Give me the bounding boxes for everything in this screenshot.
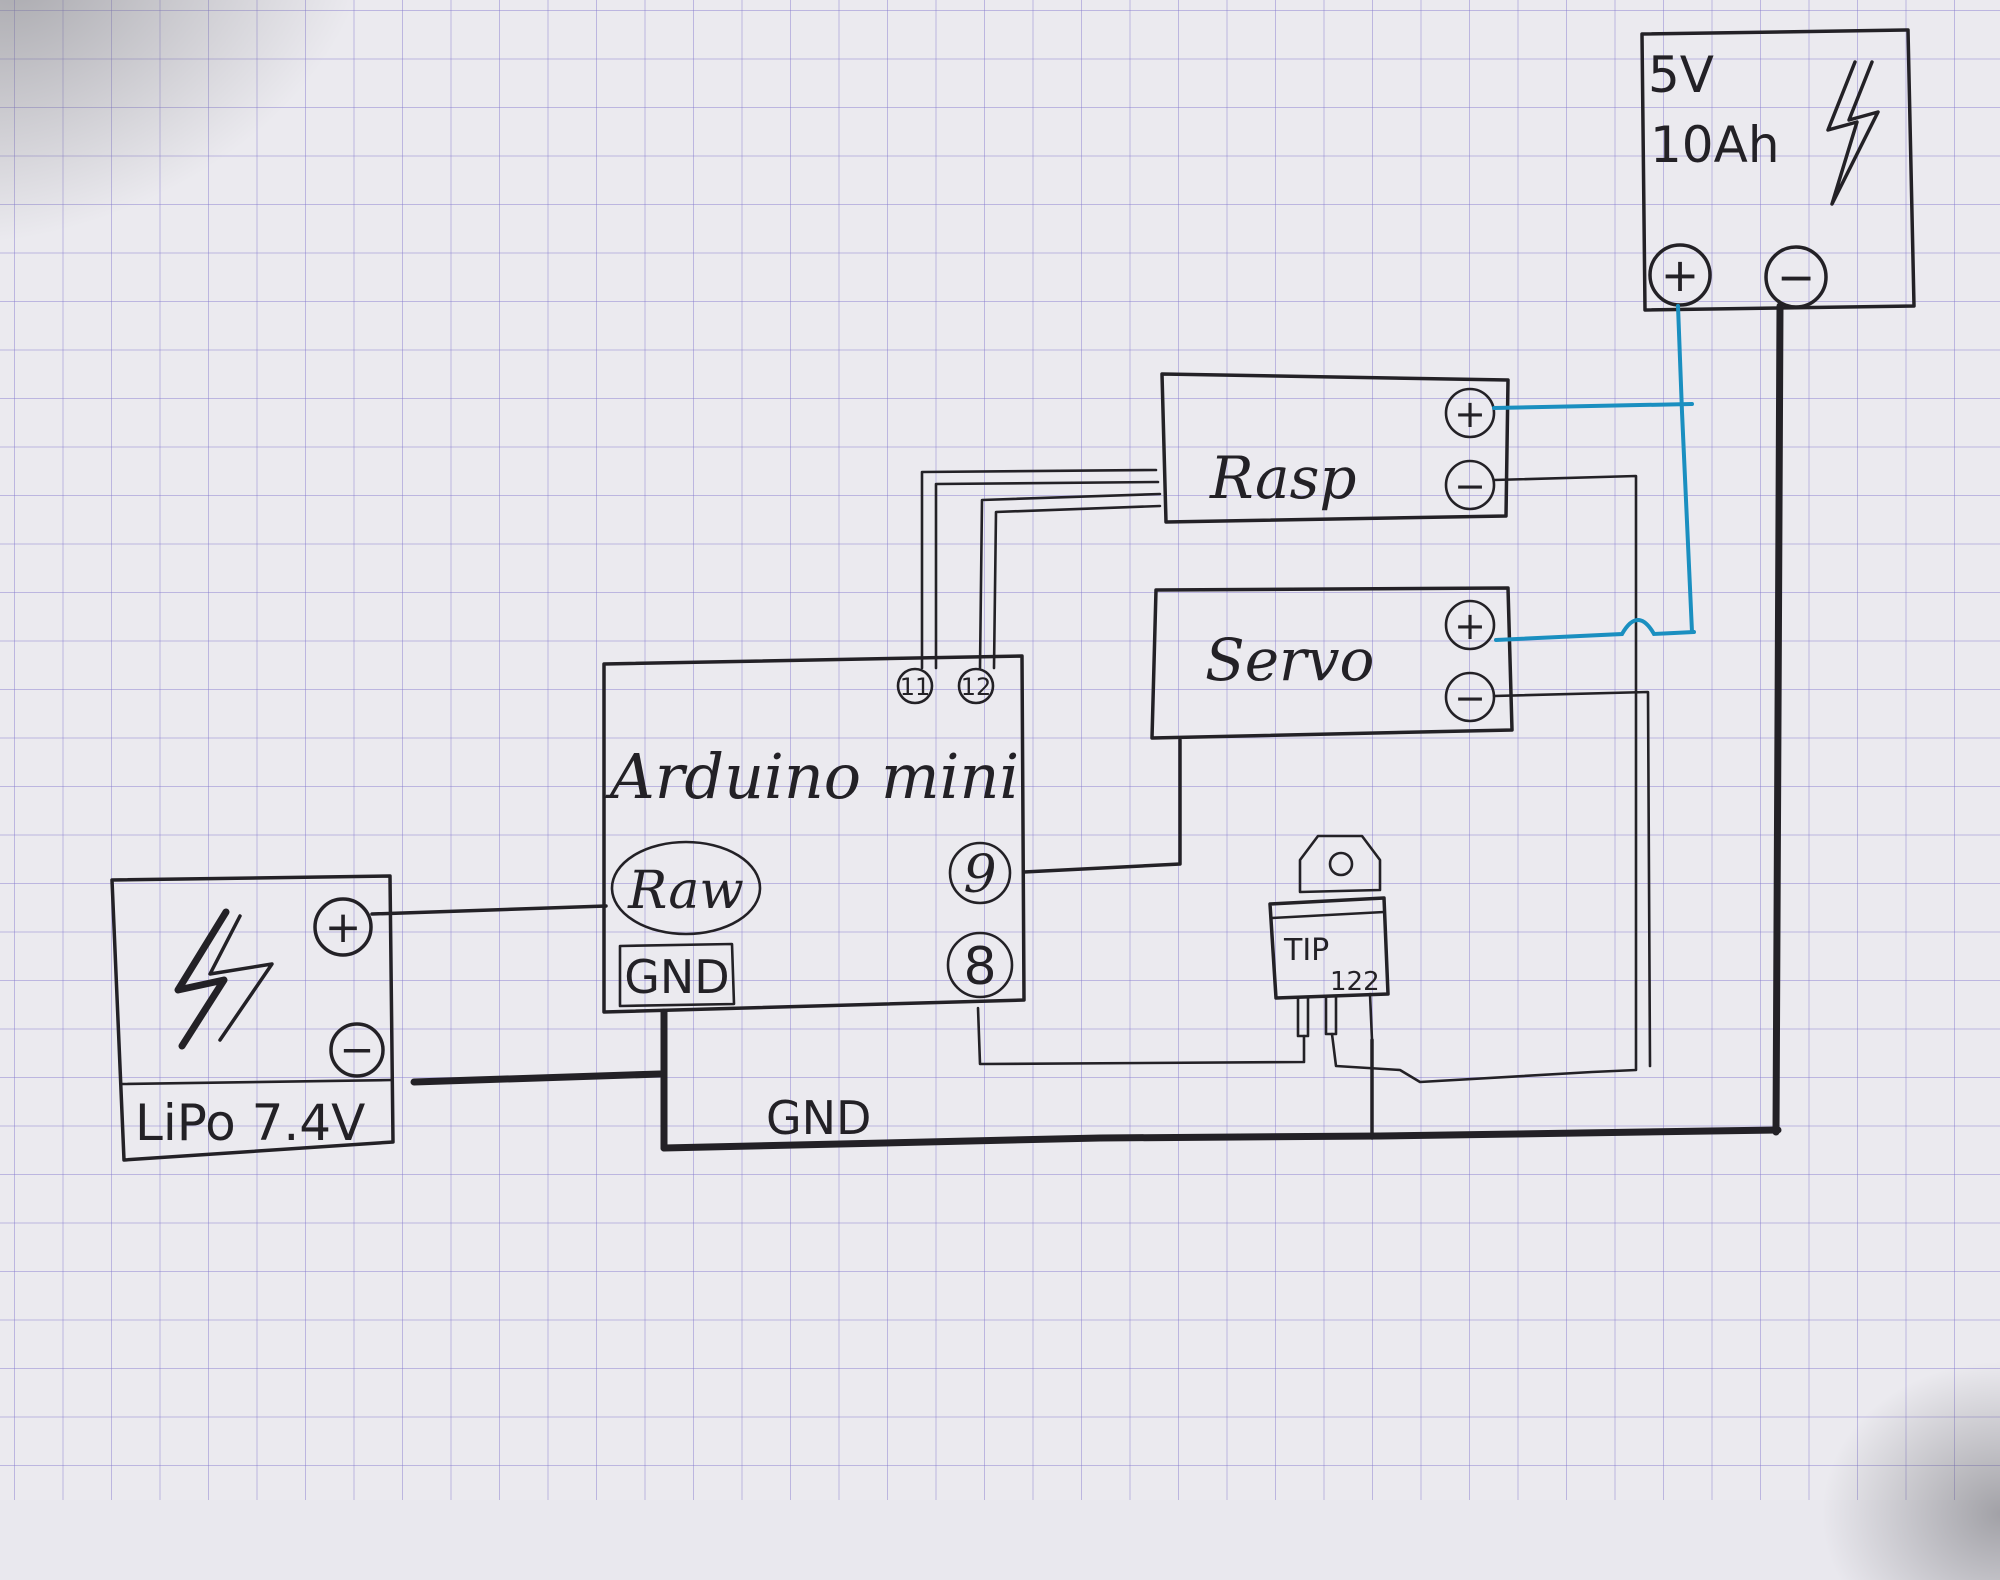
- rasp-minus-sign: −: [1454, 464, 1486, 508]
- arduino-pin-8-label: 8: [963, 937, 996, 997]
- lightning-bolt-icon: [1828, 62, 1878, 204]
- arduino-pin-11-label: 11: [900, 673, 931, 701]
- lipo-minus-sign: −: [339, 1025, 374, 1074]
- power-bank-voltage: 5V: [1648, 46, 1714, 104]
- wire-pin-8-to-transistor: [978, 1008, 1304, 1064]
- arduino-title: Arduino mini: [605, 740, 1019, 813]
- wire-power-bank-minus: [1776, 306, 1780, 1132]
- wire-plus-to-servo: [1496, 620, 1694, 640]
- wire-pin-9-to-servo: [1024, 740, 1180, 872]
- circuit-diagram: 5V 10Ah + − Rasp + − Servo + − Arduino m…: [0, 0, 2000, 1500]
- transistor-leg-emitter: [1370, 994, 1372, 1040]
- arduino-pin-gnd-label: GND: [624, 950, 729, 1004]
- lipo-divider: [122, 1080, 392, 1084]
- gnd-rail-label: GND: [766, 1091, 871, 1145]
- lipo-label: LiPo 7.4V: [135, 1094, 365, 1152]
- rasp-label: Rasp: [1209, 444, 1356, 512]
- power-bank-plus-sign: +: [1661, 248, 1700, 302]
- wire-power-bank-plus: [1678, 306, 1692, 632]
- wire-pin-11-a: [922, 470, 1156, 668]
- lipo-battery: + − LiPo 7.4V: [112, 876, 393, 1160]
- transistor-label-122: 122: [1330, 967, 1380, 997]
- lipo-plus-sign: +: [325, 902, 362, 953]
- servo-minus-sign: −: [1454, 676, 1486, 720]
- wire-lipo-plus-to-raw: [372, 906, 606, 914]
- servo-plus-sign: +: [1454, 604, 1486, 648]
- arduino-pin-9-label: 9: [963, 845, 996, 905]
- rasp-plus-sign: +: [1454, 392, 1486, 436]
- wire-pin-12-a: [980, 494, 1160, 668]
- transistor-edge: [1272, 912, 1384, 918]
- servo-block: Servo + −: [1152, 588, 1512, 738]
- raspberry-pi-block: Rasp + −: [1162, 374, 1508, 522]
- wire-plus-to-rasp: [1494, 404, 1692, 408]
- transistor-label-tip: TIP: [1283, 933, 1329, 968]
- arduino-pin-raw-label: Raw: [627, 861, 744, 921]
- wire-pin-12-b: [994, 506, 1160, 668]
- wires: [372, 306, 1780, 1148]
- transistor-mounting-hole: [1330, 853, 1352, 875]
- transistor-tab: [1300, 836, 1380, 892]
- wire-servo-minus-to-transistor: [1494, 692, 1650, 1066]
- transistor-leg-base: [1298, 998, 1308, 1036]
- power-bank-minus-sign: −: [1777, 250, 1816, 304]
- servo-label: Servo: [1205, 626, 1374, 694]
- power-bank-capacity: 10Ah: [1650, 116, 1780, 174]
- tip122-transistor: TIP 122: [1270, 836, 1388, 1040]
- power-bank-5v: 5V 10Ah + −: [1642, 30, 1914, 310]
- arduino-mini-block: Arduino mini 11 12 Raw GND 9 8: [604, 656, 1024, 1012]
- transistor-leg-collector: [1326, 996, 1336, 1034]
- lipo-lightning-icon: [178, 912, 226, 1046]
- wire-lipo-minus-to-gnd: [414, 1074, 660, 1082]
- arduino-pin-12-label: 12: [961, 673, 992, 701]
